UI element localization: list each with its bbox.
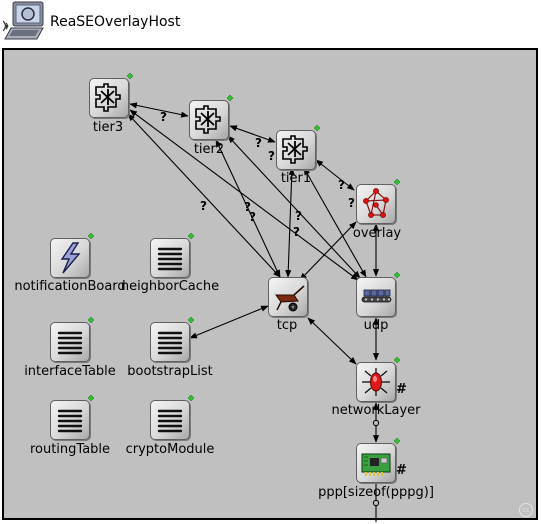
module-tcp[interactable] <box>268 277 308 317</box>
status-led-icon <box>394 179 400 185</box>
status-led-icon <box>314 125 320 131</box>
module-label-interfaceTable: interfaceTable <box>24 364 116 379</box>
puzzle-icon <box>95 83 121 112</box>
module-label-bootstrapList: bootstrapList <box>127 364 213 379</box>
lightning-icon <box>60 242 81 274</box>
connection-tier1-tcp <box>285 167 295 278</box>
module-neighborCache[interactable] <box>150 233 194 278</box>
window-title: ReaSEOverlayHost <box>50 14 181 30</box>
module-interfaceTable[interactable] <box>50 317 94 362</box>
laptop-wireless-icon <box>3 1 44 40</box>
status-led-icon <box>88 317 94 323</box>
watermark-icon: cc <box>519 503 533 517</box>
status-led-icon <box>227 95 233 101</box>
status-led-icon <box>394 357 400 363</box>
status-led-icon <box>188 233 194 239</box>
vector-marker: # <box>396 382 407 397</box>
status-led-icon <box>394 272 400 278</box>
connection-marker: ? <box>268 149 275 163</box>
connection-marker: ? <box>255 136 262 150</box>
connection-marker: ? <box>244 200 251 214</box>
status-led-icon <box>188 395 194 401</box>
module-udp[interactable] <box>356 272 400 317</box>
module-label-tier3: tier3 <box>92 120 124 135</box>
connection-marker: ? <box>160 110 167 124</box>
connection-marker: ? <box>348 196 355 210</box>
connection-marker: ? <box>293 225 300 239</box>
module-label-networkLayer: networkLayer <box>331 403 421 418</box>
module-label-notificationBoard: notificationBoard <box>14 279 126 294</box>
wheelbarrow-icon <box>275 285 305 312</box>
connection-tier3-tier2 <box>129 102 189 118</box>
module-label-neighborCache: neighborCache <box>120 279 220 294</box>
connection-tier1-overlay <box>315 159 355 191</box>
module-label-routingTable: routingTable <box>29 442 111 457</box>
connection-tcp-bootstrap <box>189 305 269 339</box>
module-routingTable[interactable] <box>50 395 94 440</box>
conveyor-icon <box>361 289 392 303</box>
connection-tier2-tier1 <box>229 125 276 143</box>
module-label-tier1: tier1 <box>280 171 312 186</box>
gate-dot <box>372 419 380 427</box>
module-tier2[interactable] <box>189 95 233 140</box>
puzzle-icon <box>282 135 308 164</box>
module-ppp[interactable]: # <box>356 438 407 483</box>
status-led-icon <box>88 395 94 401</box>
list-icon <box>157 331 183 355</box>
module-tier1[interactable] <box>276 125 320 170</box>
connection-marker: ? <box>338 178 345 192</box>
connection-marker: ? <box>295 209 302 223</box>
module-bootstrapList[interactable] <box>150 317 194 362</box>
puzzle-icon <box>195 105 221 134</box>
list-icon <box>57 409 83 433</box>
connection-tcp-networklayer <box>307 317 357 365</box>
module-label-overlay: overlay <box>352 226 402 241</box>
list-icon <box>57 331 83 355</box>
connection-marker: ? <box>249 210 256 224</box>
connection-overlay-tcp <box>299 221 357 281</box>
vector-marker: # <box>396 463 407 478</box>
list-icon <box>157 409 183 433</box>
module-tier3[interactable] <box>89 73 133 118</box>
status-led-icon <box>188 317 194 323</box>
list-icon <box>157 247 183 271</box>
status-led-icon <box>88 233 94 239</box>
gate-dot <box>372 499 380 507</box>
status-led-icon <box>394 438 400 444</box>
router-icon <box>362 368 390 396</box>
status-led-icon <box>127 73 133 79</box>
module-overlay[interactable] <box>356 179 400 224</box>
module-notificationBoard[interactable] <box>50 233 94 278</box>
module-networkLayer[interactable]: # <box>356 357 407 402</box>
connection-marker: ? <box>200 199 207 213</box>
network-card-icon <box>361 453 391 476</box>
network-graph-icon <box>363 188 389 218</box>
module-label-tcp: tcp <box>276 318 298 333</box>
module-label-tier2: tier2 <box>193 142 225 157</box>
module-label-cryptoModule: cryptoModule <box>125 442 215 457</box>
module-cryptoModule[interactable] <box>150 395 194 440</box>
module-label-ppp: ppp[sizeof(pppg)] <box>318 485 434 500</box>
module-label-udp: udp <box>363 318 389 333</box>
